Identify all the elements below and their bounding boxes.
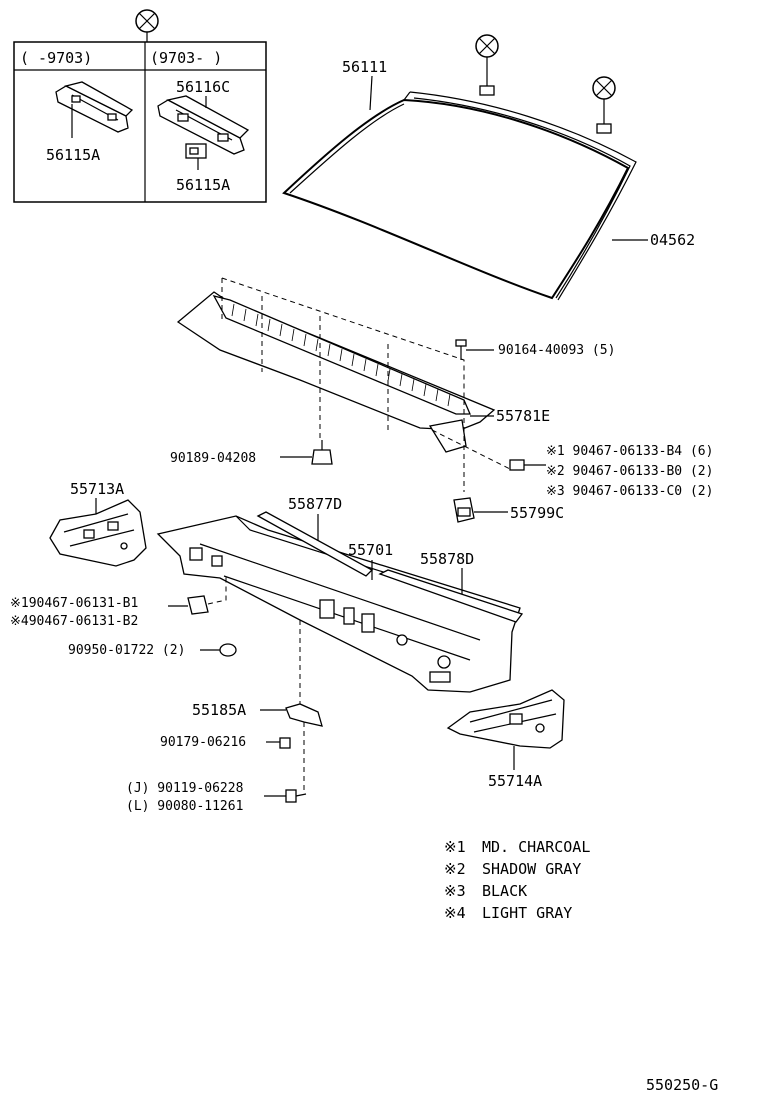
nut-icon (279, 737, 291, 749)
inset-box: ( -9703) (9703- ) 56115A 56116C (13, 9, 267, 203)
legend-mark-2: ※2 (444, 860, 466, 878)
fastener-icon (509, 459, 546, 471)
louver-dashed-guides (221, 277, 513, 492)
label-fastener-2: ※2 90467-06133-B0 (2) (546, 464, 713, 479)
clip-part-56116c (157, 95, 250, 155)
cowl-louver (176, 291, 496, 453)
label-brace: 55185A (192, 701, 246, 719)
label-seal-right: 55878D (420, 550, 474, 568)
inset-left-part-label: 56115A (46, 146, 100, 164)
legend-text-1: MD. CHARCOAL (482, 838, 590, 856)
brace-part (285, 703, 323, 727)
label-cowl-louver: 55781E (496, 407, 550, 425)
label-fastener-3: ※3 90467-06133-C0 (2) (546, 484, 713, 499)
clip-icon-left (311, 440, 333, 465)
inset-right-bottom-label: 56115A (176, 176, 230, 194)
label-bracket-left: 55713A (70, 480, 124, 498)
seal-left (256, 511, 374, 577)
label-clip-a: ※190467-06131-B1 (10, 596, 138, 611)
legend-text-3: BLACK (482, 882, 527, 900)
label-clip-b: ※490467-06131-B2 (10, 614, 138, 629)
legend-text-2: SHADOW GRAY (482, 860, 581, 878)
label-windshield: 56111 (342, 58, 387, 76)
legend-mark-1: ※1 (444, 838, 466, 856)
label-clip-left: 90189-04208 (170, 451, 256, 466)
label-plug: 90950-01722 (2) (68, 643, 185, 658)
bracket-left (49, 499, 147, 567)
inset-col-left: ( -9703) (20, 49, 92, 67)
legend-mark-3: ※3 (444, 882, 466, 900)
clip-part-56115a-left (55, 81, 134, 138)
bolt-icon (285, 789, 307, 803)
label-bolt-l: (L) 90080-11261 (126, 799, 243, 814)
label-fastener-1: ※1 90467-06133-B4 (6) (546, 444, 713, 459)
legend-mark-4: ※4 (444, 904, 466, 922)
clip-icon-right (453, 497, 475, 523)
label-bracket-right: 55714A (488, 772, 542, 790)
color-legend: ※1 MD. CHARCOAL ※2 SHADOW GRAY ※3 BLACK … (444, 838, 590, 922)
windshield-glass (282, 98, 630, 300)
no-reuse-icon-1 (475, 34, 499, 96)
label-bolt-j: (J) 90119-06228 (126, 781, 243, 796)
label-molding: 04562 (650, 231, 695, 249)
bracket-right (446, 689, 565, 749)
plug-icon (219, 643, 237, 657)
inset-col-right: (9703- ) (150, 49, 222, 67)
clip-part-56115a-right (185, 143, 207, 170)
louver-hatching (231, 303, 451, 407)
diagram-code: 550250-G (646, 1076, 718, 1094)
seal-right (378, 569, 524, 623)
clip-icon-panel (187, 576, 227, 615)
label-cowl-panel: 55701 (348, 541, 393, 559)
no-reuse-icon-2 (592, 76, 616, 134)
label-nut: 90179-06216 (160, 735, 246, 750)
windshield-molding (403, 91, 637, 301)
label-screw-top: 90164-40093 (5) (498, 343, 615, 358)
label-clip-right: 55799C (510, 504, 564, 522)
legend-text-4: LIGHT GRAY (482, 904, 572, 922)
inset-right-top-label: 56116C (176, 78, 230, 96)
screw-icon (455, 339, 467, 360)
label-seal-left: 55877D (288, 495, 342, 513)
